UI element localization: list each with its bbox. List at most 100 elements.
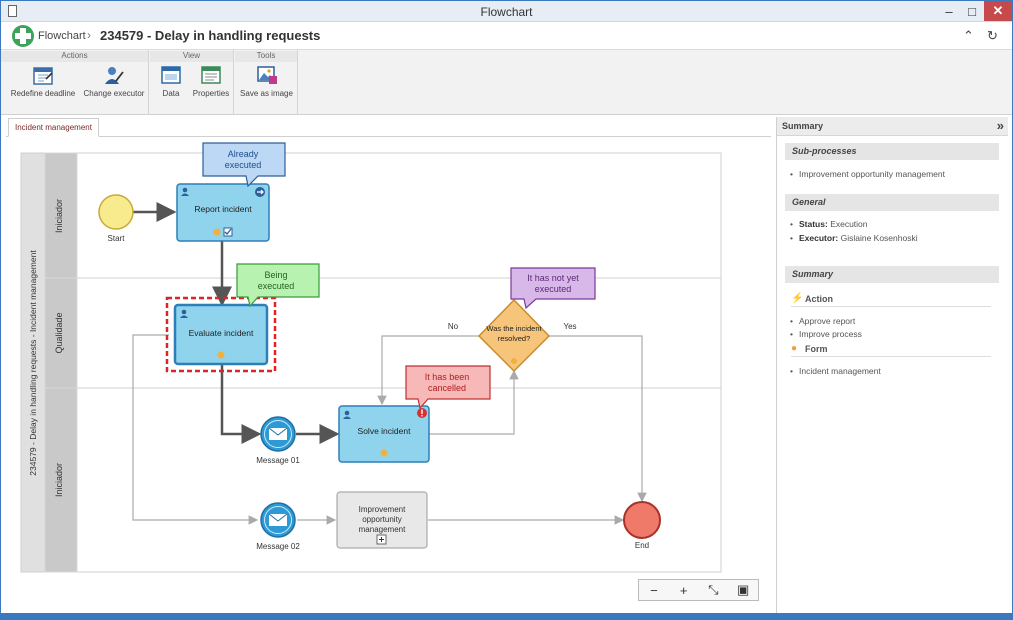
window-bottom-border bbox=[1, 613, 1012, 619]
lane-header-3 bbox=[44, 387, 78, 573]
properties-label: Properties bbox=[192, 89, 230, 98]
section-title: Summary bbox=[792, 269, 834, 279]
fit-to-screen-icon[interactable]: ⤡ bbox=[708, 582, 719, 597]
redefine-deadline-button[interactable]: Redefine deadline bbox=[5, 64, 81, 98]
callout-text: executed bbox=[535, 284, 572, 294]
arrow-right-circle-icon bbox=[255, 187, 265, 197]
ribbon-group-title: Actions bbox=[1, 51, 148, 62]
zoom-in-icon[interactable]: + bbox=[679, 582, 688, 598]
ribbon-group-title: Tools bbox=[235, 51, 297, 62]
gateway-yes-label: Yes bbox=[563, 322, 576, 331]
callout-not-yet-executed: It has not yet executed bbox=[510, 267, 596, 310]
checkbox-checked-icon bbox=[223, 227, 233, 237]
form-icon: ● bbox=[791, 343, 798, 354]
flow-evaluate-message2 bbox=[132, 334, 259, 525]
callout-text: It has not yet bbox=[527, 273, 579, 283]
pool-label: 234579 - Delay in handling requests - In… bbox=[28, 250, 38, 476]
form-item[interactable]: Incident management bbox=[790, 366, 881, 376]
task-label: Report incident bbox=[194, 204, 252, 214]
change-executor-button[interactable]: Change executor bbox=[81, 64, 147, 98]
end-event[interactable] bbox=[623, 501, 661, 539]
action-item[interactable]: Approve report bbox=[790, 316, 855, 326]
app-logo-icon bbox=[12, 25, 34, 47]
executor-label: Executor: bbox=[799, 233, 839, 243]
pool-header bbox=[20, 152, 46, 573]
ribbon-group-title: View bbox=[150, 51, 233, 62]
callout-text: It has been bbox=[425, 372, 470, 382]
subprocess-improvement[interactable]: Improvement opportunity management bbox=[336, 491, 428, 549]
refresh-icon[interactable]: ↻ bbox=[987, 28, 998, 43]
form-icon bbox=[213, 228, 221, 236]
breadcrumb-app[interactable]: Flowchart bbox=[38, 30, 86, 42]
start-label: Start bbox=[108, 234, 126, 243]
collapse-up-icon[interactable]: ⌃ bbox=[963, 28, 974, 43]
data-label: Data bbox=[162, 89, 180, 98]
window-title: Flowchart bbox=[480, 5, 533, 19]
minimize-button[interactable]: – bbox=[945, 3, 953, 19]
breadcrumb-separator: › bbox=[87, 28, 91, 42]
action-item[interactable]: Improve process bbox=[790, 329, 862, 339]
page-title: 234579 - Delay in handling requests bbox=[100, 28, 321, 43]
close-button[interactable]: ✕ bbox=[984, 1, 1012, 21]
data-button[interactable]: Data bbox=[154, 64, 188, 98]
message1-label: Message 01 bbox=[256, 456, 300, 465]
save-as-image-button[interactable]: Save as image bbox=[237, 64, 296, 98]
save-as-image-label: Save as image bbox=[240, 89, 293, 98]
form-heading: ● Form bbox=[791, 343, 991, 357]
summary-header: Summary » bbox=[777, 117, 1008, 136]
lane-label-2: Qualidade bbox=[54, 312, 64, 353]
start-event[interactable] bbox=[98, 194, 134, 230]
summary-title: Summary bbox=[782, 121, 824, 131]
ribbon-group-view: View Data Properties bbox=[150, 50, 234, 115]
section-title: Sub-processes bbox=[792, 146, 857, 156]
section-general: General bbox=[785, 194, 999, 211]
status-label: Status: bbox=[799, 219, 828, 229]
callout-being-executed: Being executed bbox=[236, 263, 320, 308]
task-report-incident[interactable]: Report incident bbox=[176, 183, 270, 242]
image-save-icon bbox=[256, 66, 277, 84]
lane-header-2 bbox=[44, 277, 78, 389]
gateway-incident-resolved[interactable]: Was the incident resolved? bbox=[477, 298, 551, 373]
task-solve-incident[interactable]: Solve incident bbox=[338, 405, 430, 463]
zoom-toolbar: − + ⤡ ▣ bbox=[638, 579, 759, 601]
form-title: Form bbox=[805, 344, 828, 354]
callout-text: executed bbox=[258, 281, 295, 291]
collapse-panel-icon[interactable]: » bbox=[996, 118, 1004, 133]
expand-plus-icon[interactable] bbox=[376, 534, 387, 545]
action-title: Action bbox=[805, 294, 833, 304]
envelope-icon bbox=[268, 427, 288, 440]
subprocess-line3: management bbox=[359, 525, 406, 534]
redefine-deadline-label: Redefine deadline bbox=[10, 89, 76, 98]
tab-incident-management[interactable]: Incident management bbox=[8, 118, 99, 137]
document-icon bbox=[8, 5, 17, 17]
envelope-icon bbox=[268, 513, 288, 526]
export-image-icon[interactable]: ▣ bbox=[736, 582, 750, 597]
executor-value: Gislaine Kosenhoski bbox=[840, 233, 918, 243]
ribbon-group-tools: Tools Save as image bbox=[235, 50, 298, 115]
lane-header-1 bbox=[44, 152, 78, 279]
lightning-icon: ⚡ bbox=[791, 293, 804, 304]
subprocess-item[interactable]: Improvement opportunity management bbox=[790, 169, 945, 179]
gateway-label-line2: resolved? bbox=[498, 334, 531, 343]
subprocess-line1: Improvement bbox=[359, 505, 406, 514]
subprocess-line2: opportunity bbox=[362, 515, 402, 524]
status-row: Status: Execution bbox=[790, 219, 867, 229]
properties-button[interactable]: Properties bbox=[190, 64, 232, 98]
flow-gateway-yes bbox=[549, 335, 647, 503]
task-label: Solve incident bbox=[358, 426, 412, 436]
flow-solve-gateway bbox=[429, 369, 519, 435]
user-edit-icon bbox=[105, 67, 124, 84]
zoom-out-icon[interactable]: − bbox=[650, 582, 658, 598]
callout-text: cancelled bbox=[428, 383, 466, 393]
section-title: General bbox=[792, 197, 826, 207]
task-evaluate-incident[interactable]: Evaluate incident bbox=[173, 303, 269, 366]
flowchart-diagram: 234579 - Delay in handling requests - In… bbox=[20, 142, 722, 573]
form-icon bbox=[380, 449, 388, 457]
action-heading: ⚡Action bbox=[791, 293, 991, 307]
document-tabs: Incident management bbox=[6, 118, 771, 137]
calendar-icon bbox=[33, 67, 53, 85]
end-label: End bbox=[635, 541, 649, 550]
maximize-button[interactable]: □ bbox=[968, 3, 976, 19]
diagram-canvas[interactable]: 234579 - Delay in handling requests - In… bbox=[6, 138, 771, 612]
